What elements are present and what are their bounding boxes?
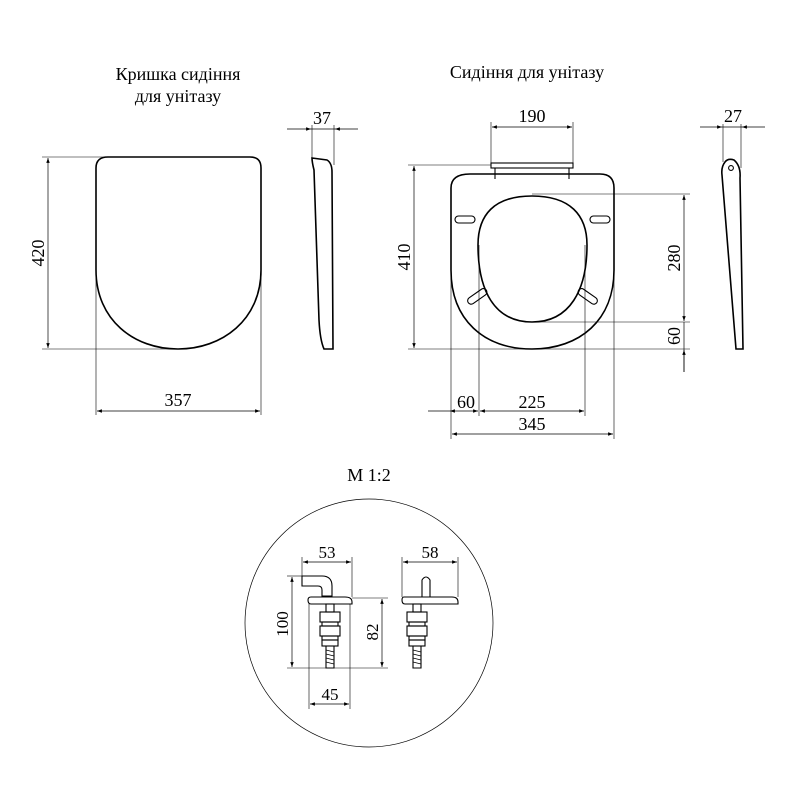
- seat-bumper-rear-left: [454, 215, 476, 224]
- lid-width-label: 357: [165, 390, 192, 410]
- seat-view: Сидіння для унітазу 190 410 280 60: [394, 62, 765, 439]
- lid-title-line2: для унітазу: [135, 86, 221, 106]
- lid-height-label: 420: [28, 240, 48, 267]
- seat-opening-height-label: 280: [664, 245, 684, 272]
- seat-opening: [477, 195, 588, 323]
- hinge2-width-label: 58: [422, 543, 439, 562]
- seat-hinge-bar: [490, 162, 574, 169]
- seat-title: Сидіння для унітазу: [450, 62, 604, 82]
- hinge1-width-label: 53: [319, 543, 336, 562]
- seat-bumper-rear-right: [589, 215, 611, 224]
- seat-opening-width-label: 225: [519, 392, 546, 412]
- seat-left-offset-label: 60: [457, 392, 475, 412]
- lid-title-line1: Кришка сидіння: [116, 64, 241, 84]
- lid-thickness-label: 37: [313, 108, 331, 128]
- lid-side-profile: [311, 157, 334, 350]
- lid-view: Кришка сидіння для унітазу 420 357 37: [28, 64, 358, 415]
- hinge1-base-label: 45: [322, 685, 339, 704]
- hinge1-height-label: 100: [273, 611, 292, 637]
- seat-thickness-label: 27: [724, 106, 742, 126]
- hinge1-bolt-height-label: 82: [363, 624, 382, 641]
- seat-hinge-spacing-label: 190: [519, 106, 546, 126]
- seat-bumper-front-right: [577, 288, 598, 305]
- scale-label: M 1:2: [347, 465, 391, 485]
- seat-width-label: 345: [519, 414, 546, 434]
- detail-circle: [244, 498, 494, 748]
- lid-outline: [95, 156, 262, 350]
- hinge-2: 58: [401, 543, 459, 669]
- seat-rear-offset-label: 60: [664, 327, 684, 345]
- seat-side-profile: [721, 158, 744, 350]
- hinge-detail: M 1:2 53: [244, 465, 494, 748]
- hinge-1: 53 100 82 45: [273, 543, 388, 709]
- seat-height-label: 410: [394, 244, 414, 271]
- seat-hinge-pin: [728, 165, 734, 171]
